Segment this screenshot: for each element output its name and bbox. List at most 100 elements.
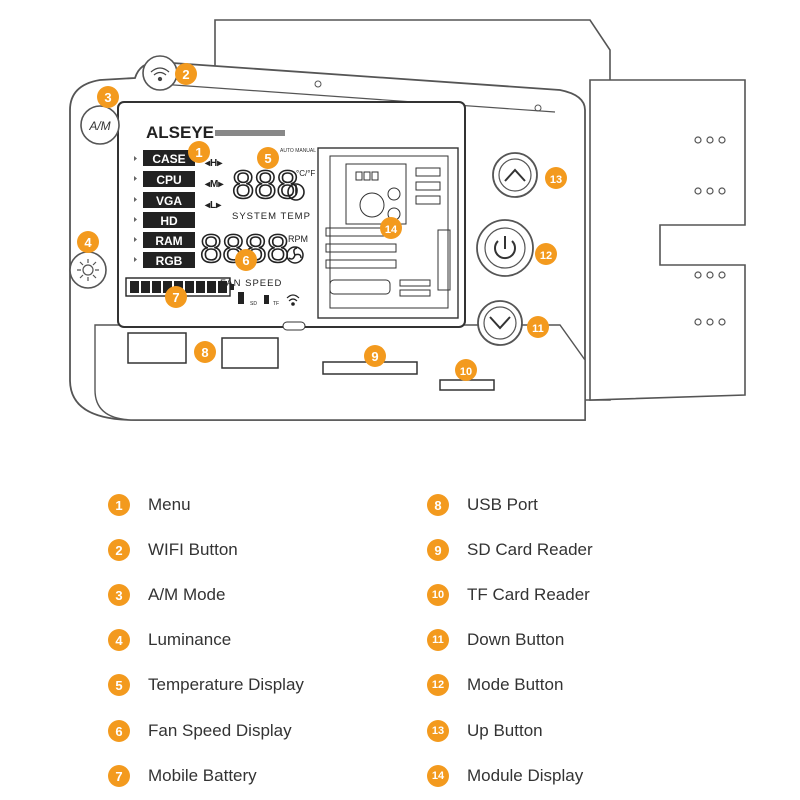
legend-item-sd-card-reader: 9 SD Card Reader bbox=[427, 537, 593, 563]
callout-12: 12 bbox=[535, 243, 557, 265]
legend-number: 10 bbox=[427, 584, 449, 606]
legend: 1 Menu 2 WIFI Button 3 A/M Mode 4 Lumina… bbox=[0, 480, 800, 800]
legend-label: Module Display bbox=[467, 766, 584, 785]
tf-indicator bbox=[264, 295, 269, 304]
legend-label: TF Card Reader bbox=[467, 585, 590, 604]
svg-text:13: 13 bbox=[550, 174, 562, 186]
luminance-icon bbox=[77, 259, 99, 281]
rpm-unit: RPM bbox=[288, 234, 308, 244]
up-button-ring bbox=[498, 158, 532, 192]
temperature-digits: 888 bbox=[232, 163, 299, 207]
callout-1: 1 bbox=[188, 141, 210, 163]
legend-item-usb-port: 8 USB Port bbox=[427, 492, 538, 518]
callout-8: 8 bbox=[194, 341, 216, 363]
legend-item-wifi-button: 2 WIFI Button bbox=[108, 537, 238, 563]
legend-label: A/M Mode bbox=[148, 585, 226, 604]
legend-number: 4 bbox=[108, 629, 130, 651]
thermometer-icon bbox=[287, 183, 305, 201]
legend-item-mode-button: 12 Mode Button bbox=[427, 672, 563, 698]
system-temp-label: SYSTEM TEMP bbox=[232, 211, 311, 222]
screw-left bbox=[314, 80, 322, 88]
svg-text:12: 12 bbox=[540, 250, 552, 262]
tf-indicator-label: TF bbox=[273, 301, 279, 307]
legend-number: 14 bbox=[427, 765, 449, 787]
usb-port-left[interactable] bbox=[127, 332, 187, 364]
legend-item-up-button: 13 Up Button bbox=[427, 718, 543, 744]
legend-label: USB Port bbox=[467, 495, 538, 514]
callout-2: 2 bbox=[175, 63, 197, 85]
luminance-button[interactable] bbox=[69, 251, 107, 289]
mode-button-ring bbox=[484, 227, 526, 269]
legend-number: 13 bbox=[427, 720, 449, 742]
callout-13: 13 bbox=[545, 167, 567, 189]
level-low: ◂L▸ bbox=[204, 200, 222, 211]
svg-text:6: 6 bbox=[242, 253, 249, 268]
device-side-panel bbox=[589, 79, 746, 401]
legend-number: 5 bbox=[108, 674, 130, 696]
down-button-ring bbox=[483, 306, 517, 340]
legend-item-menu: 1 Menu bbox=[108, 492, 191, 518]
device-diagram: ALSEYE AUTO MANUAL CASE CPU VGA HD RAM R… bbox=[69, 19, 746, 421]
callout-10: 10 bbox=[455, 359, 477, 381]
am-mode-label: A/M bbox=[88, 119, 110, 133]
menu-arrow-markers bbox=[134, 156, 137, 262]
menu-item-hd: HD bbox=[160, 214, 178, 228]
legend-label: SD Card Reader bbox=[467, 540, 593, 559]
callout-14: 14 bbox=[380, 217, 402, 239]
lcd-bar-segments bbox=[215, 130, 285, 136]
wifi-button-icon bbox=[150, 67, 170, 82]
level-high: ◂H▸ bbox=[204, 158, 223, 169]
legend-item-am-mode: 3 A/M Mode bbox=[108, 582, 225, 608]
legend-number: 7 bbox=[108, 765, 130, 787]
legend-item-down-button: 11 Down Button bbox=[427, 627, 564, 653]
sd-indicator-label: SD bbox=[250, 301, 257, 307]
sd-indicator bbox=[238, 292, 244, 304]
callout-6: 6 bbox=[235, 249, 257, 271]
callout-11: 11 bbox=[527, 316, 549, 338]
brand-logo: ALSEYE bbox=[146, 123, 214, 142]
legend-number: 6 bbox=[108, 720, 130, 742]
legend-label: Luminance bbox=[148, 630, 232, 649]
menu-item-vga: VGA bbox=[156, 194, 182, 208]
legend-item-mobile-battery: 7 Mobile Battery bbox=[108, 763, 257, 789]
am-mode-button[interactable] bbox=[80, 105, 120, 145]
battery-tip bbox=[230, 284, 234, 290]
svg-text:1: 1 bbox=[195, 145, 202, 160]
screw-right bbox=[534, 104, 542, 112]
svg-text:2: 2 bbox=[182, 67, 189, 82]
legend-item-module-display: 14 Module Display bbox=[427, 763, 583, 789]
menu-item-ram: RAM bbox=[155, 234, 182, 248]
legend-label: Temperature Display bbox=[148, 675, 304, 694]
legend-item-fan-speed-display: 6 Fan Speed Display bbox=[108, 718, 292, 744]
svg-text:3: 3 bbox=[104, 90, 111, 105]
fan-icon bbox=[286, 246, 304, 264]
legend-label: Mobile Battery bbox=[148, 766, 257, 785]
top-edge-line bbox=[159, 83, 556, 113]
screen-bottom-clip bbox=[282, 321, 306, 331]
menu-item-cpu: CPU bbox=[156, 173, 181, 187]
svg-text:8: 8 bbox=[201, 345, 208, 360]
mode-labels: AUTO MANUAL bbox=[280, 148, 316, 154]
svg-text:11: 11 bbox=[532, 323, 544, 335]
legend-number: 12 bbox=[427, 674, 449, 696]
tf-card-slot[interactable] bbox=[439, 379, 495, 391]
callout-4: 4 bbox=[77, 231, 99, 253]
usb-port-right[interactable] bbox=[221, 337, 279, 369]
callout-7: 7 bbox=[165, 286, 187, 308]
callout-3: 3 bbox=[97, 86, 119, 108]
svg-text:4: 4 bbox=[84, 235, 92, 250]
svg-text:14: 14 bbox=[385, 224, 398, 236]
svg-text:7: 7 bbox=[172, 290, 179, 305]
module-display-details bbox=[325, 155, 451, 309]
legend-number: 8 bbox=[427, 494, 449, 516]
legend-label: Menu bbox=[148, 495, 191, 514]
legend-number: 11 bbox=[427, 629, 449, 651]
legend-label: Fan Speed Display bbox=[148, 721, 292, 740]
legend-label: Up Button bbox=[467, 721, 543, 740]
power-icon bbox=[494, 236, 516, 260]
menu-item-rgb: RGB bbox=[156, 254, 183, 268]
level-mid: ◂M▸ bbox=[204, 179, 224, 190]
legend-label: WIFI Button bbox=[148, 540, 238, 559]
legend-number: 9 bbox=[427, 539, 449, 561]
chevron-up-icon bbox=[504, 168, 526, 182]
